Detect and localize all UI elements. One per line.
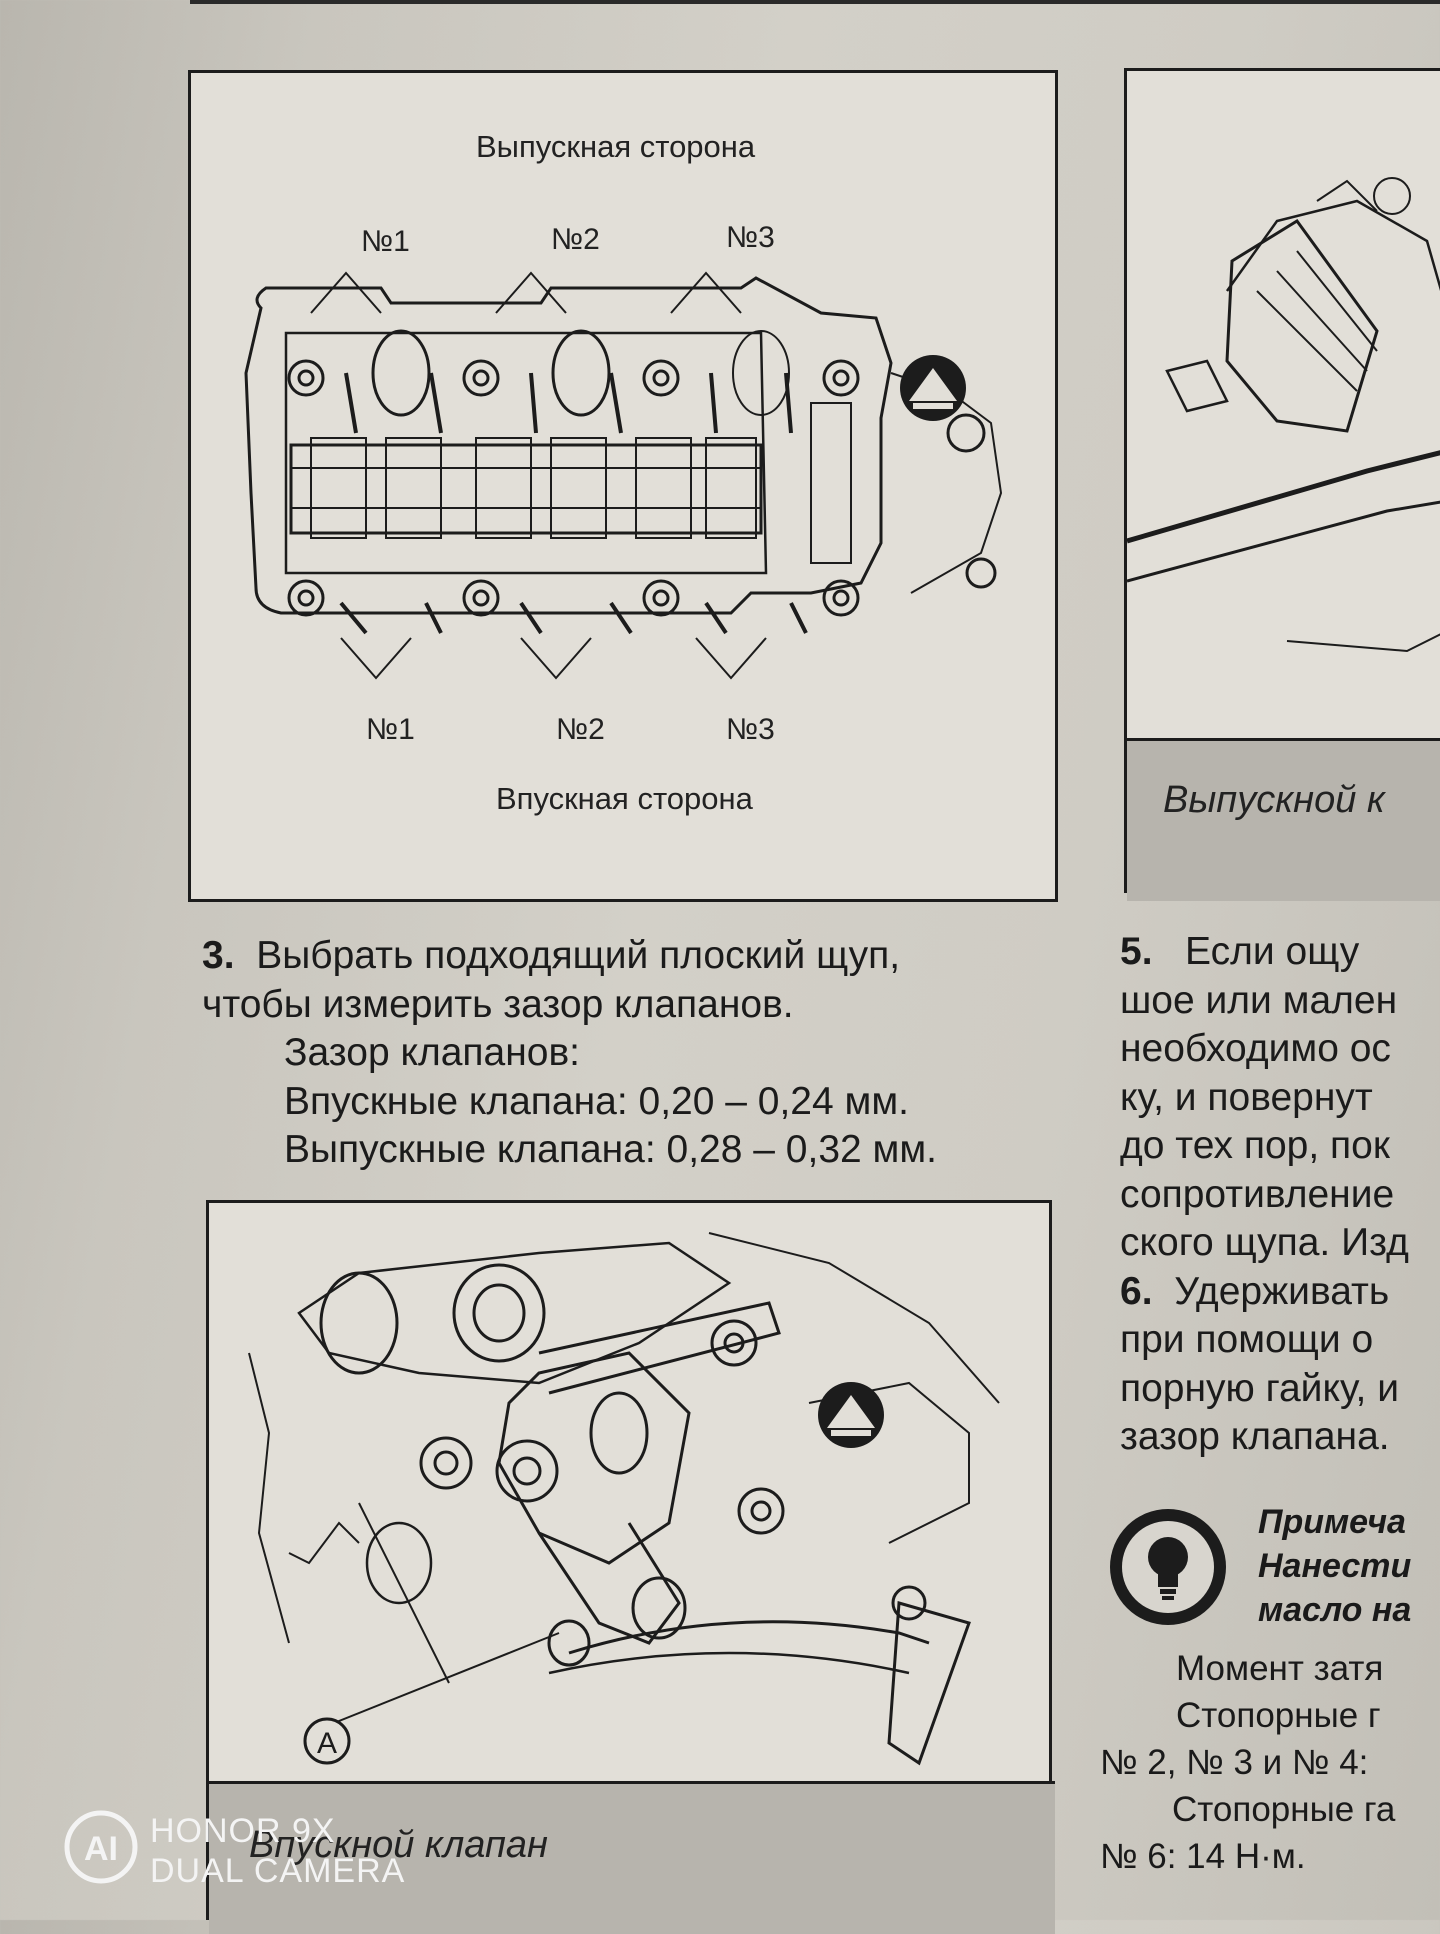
note-line-3: масло на [1258, 1591, 1412, 1629]
step5-number: 5. [1120, 930, 1153, 973]
bottom-number-1: №1 [366, 713, 415, 746]
bottom-number-3: №3 [726, 713, 775, 746]
step3-line-1-text: Выбрать подходящий плоский щуп, [256, 934, 901, 977]
step3-line-5: Выпускные клапана: 0,28 – 0,32 мм. [284, 1128, 938, 1171]
lightbulb-icon [1110, 1509, 1226, 1625]
callout-a-label: A [317, 1727, 337, 1760]
step5-line-5: до тех пор, пок [1120, 1124, 1390, 1167]
step6-line-2: при помощи о [1120, 1318, 1374, 1361]
step6-line-4: зазор клапана. [1120, 1415, 1390, 1458]
feeler-gauge-drawing [1127, 177, 1440, 653]
torque-spec: Момент затя Стопорные г № 2, № 3 и № 4: … [1100, 1645, 1440, 1880]
note-block: Примеча Нанести масло на [1258, 1500, 1411, 1632]
note-line-2: Нанести [1258, 1547, 1412, 1585]
top-number-2: №2 [551, 223, 600, 256]
torque-line-2: Стопорные г [1176, 1696, 1381, 1735]
step5-line-4: ку, и повернут [1120, 1075, 1373, 1119]
cylinder-head-drawing [244, 271, 1003, 680]
torque-line-1: Момент затя [1176, 1649, 1384, 1688]
camera-symbol-icon [818, 1382, 884, 1448]
step5-text: 5. Если ощу шое или мален необходимо ос … [1120, 928, 1440, 1462]
intake-side-label: Впускная сторона [496, 781, 753, 816]
intake-caption-band: Впускной клапан [209, 1781, 1055, 1934]
camera-symbol-icon [900, 355, 966, 421]
step3-line-3: Зазор клапанов: [284, 1031, 581, 1074]
step3-line-2: чтобы измерить зазор клапанов. [202, 982, 794, 1026]
step6-line-1-text: Удерживать [1174, 1269, 1390, 1313]
step5-line-1: 5. Если ощу [1120, 928, 1440, 977]
ai-camera-logo-icon: AI [64, 1810, 138, 1884]
step5-line-2: шое или мален [1120, 978, 1398, 1022]
top-number-1: №1 [361, 225, 410, 258]
callout-a-marker: A [303, 1717, 351, 1765]
bottom-number-2: №2 [556, 713, 605, 746]
rocker-arm-drawing: A [248, 1232, 1000, 1766]
exhaust-caption: Выпускной к [1163, 779, 1385, 821]
watermark-sub: DUAL CAMERA [150, 1852, 406, 1890]
exhaust-caption-band: Выпускной к [1127, 738, 1440, 901]
step6-number: 6. [1120, 1269, 1153, 1313]
watermark-brand: HONOR 9X [150, 1812, 336, 1850]
exhaust-side-label: Выпускная сторона [476, 129, 756, 164]
step6-line-1: 6. Удерживать [1120, 1268, 1440, 1317]
torque-line-4: Стопорные га [1172, 1790, 1396, 1829]
step3-line-1: 3. Выбрать подходящий плоский щуп, [202, 932, 937, 981]
step5-line-3: необходимо ос [1120, 1027, 1391, 1070]
step5-line-7: ского щупа. Изд [1120, 1221, 1409, 1264]
intake-caption: Впускной клапан [249, 1824, 548, 1866]
torque-line-3: № 2, № 3 и № 4: [1100, 1743, 1369, 1782]
torque-line-5: № 6: 14 Н·м. [1100, 1837, 1306, 1876]
step5-line-6: сопротивление [1120, 1172, 1395, 1216]
step3-text: 3. Выбрать подходящий плоский щуп, чтобы… [202, 932, 937, 1175]
top-number-3: №3 [726, 221, 775, 254]
valve-layout-figure: Выпускная сторона №1 №2 №3 [188, 70, 1058, 902]
svg-text:AI: AI [84, 1830, 118, 1868]
step3-number: 3. [202, 934, 235, 977]
step6-line-3: порную гайку, и [1120, 1366, 1400, 1410]
step5-line-1-text: Если ощу [1185, 930, 1360, 973]
exhaust-valve-figure: Выпускной к [1124, 68, 1440, 901]
page-top-edge [190, 0, 1440, 4]
note-line-1: Примеча [1258, 1503, 1406, 1541]
step3-line-4: Впускные клапана: 0,20 – 0,24 мм. [284, 1079, 909, 1123]
intake-valve-figure: A Впускной клапан [206, 1200, 1055, 1934]
